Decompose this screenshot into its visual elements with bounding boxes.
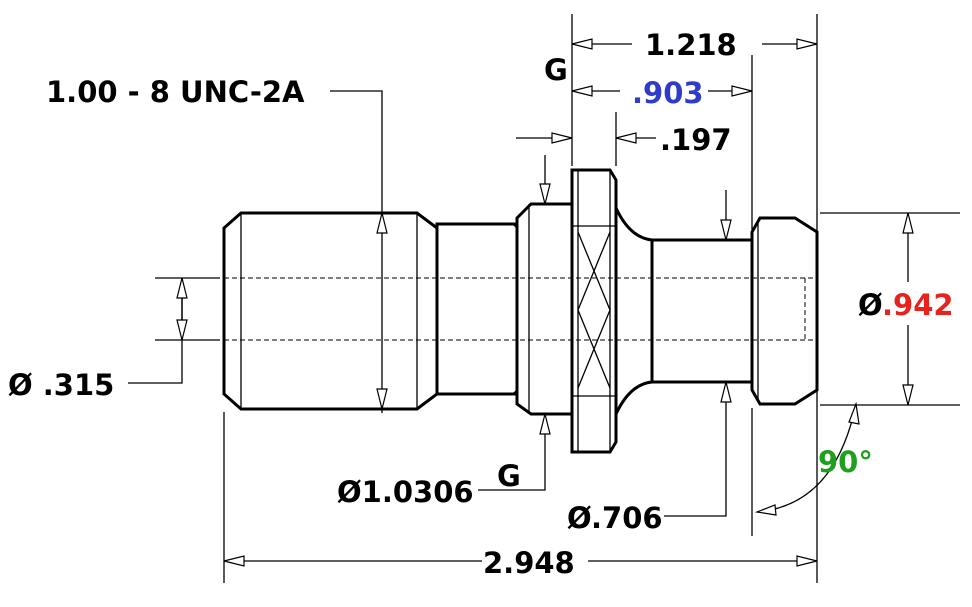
- neck: [435, 222, 519, 396]
- dimension-lines: [128, 14, 960, 583]
- diameter-315-dimension: Ø .315: [8, 368, 114, 402]
- arrowheads: [176, 38, 914, 567]
- threaded-shank: [222, 211, 439, 411]
- through-hole-hidden-lines: [224, 277, 817, 341]
- gage-step: [515, 202, 574, 416]
- thread-callout: 1.00 - 8 UNC-2A: [46, 75, 305, 109]
- gage-bottom-label: G: [497, 459, 521, 493]
- diameter-942-value: .942: [882, 288, 954, 322]
- annotations: 1.00 - 8 UNC-2A 2.948 1.218 .903 .197 G …: [8, 28, 954, 580]
- length-197-dimension: .197: [660, 123, 732, 157]
- overall-length-dimension: 2.948: [483, 546, 575, 580]
- knob-head: [750, 216, 819, 406]
- gage-top-label: G: [544, 53, 568, 87]
- diameter-706-dimension: Ø.706: [567, 501, 663, 535]
- length-1218-dimension: 1.218: [645, 28, 737, 62]
- angle-90-dimension: 90°: [818, 445, 873, 479]
- diameter-942-prefix: Ø: [858, 288, 882, 322]
- length-903-dimension: .903: [632, 76, 704, 110]
- retention-neck: [650, 238, 754, 384]
- part-outline: [222, 168, 819, 454]
- diameter-942-dimension: Ø.942: [858, 288, 954, 322]
- diameter-10306-dimension: Ø1.0306: [337, 475, 474, 509]
